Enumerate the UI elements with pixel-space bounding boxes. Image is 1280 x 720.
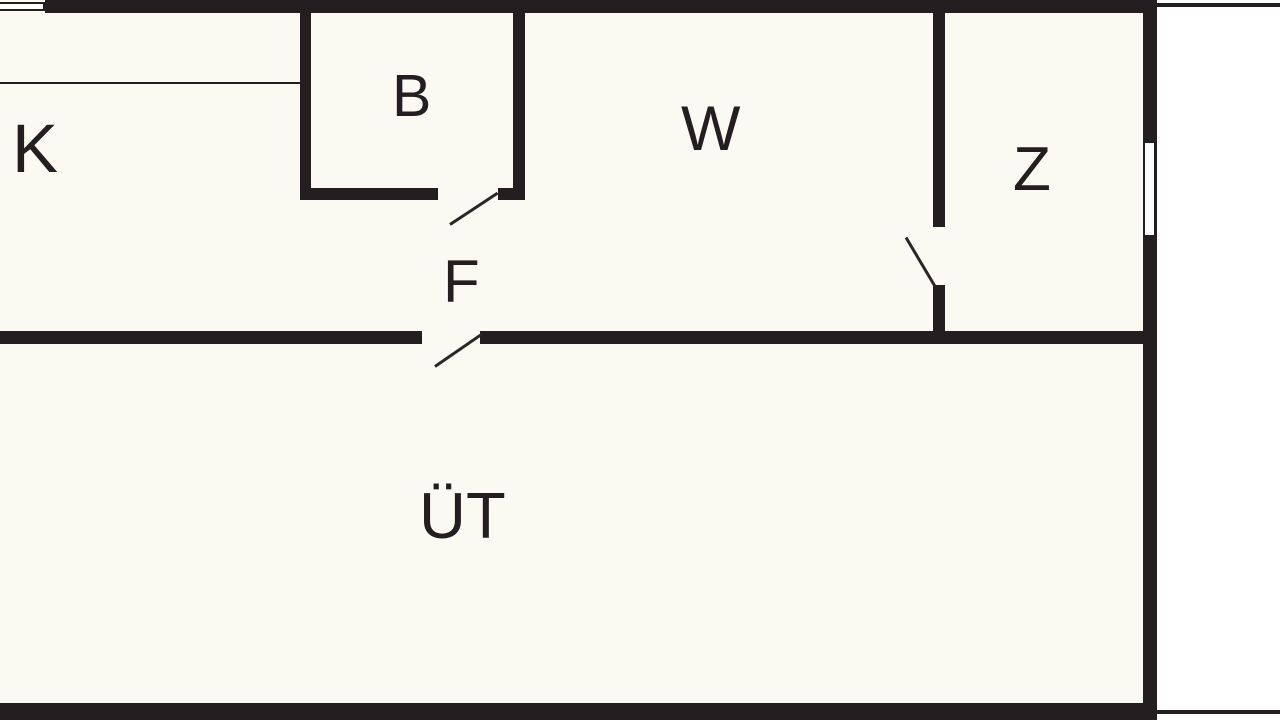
bath-wall-left — [300, 13, 311, 200]
room-label-b: B — [392, 63, 432, 129]
floor-area — [0, 0, 1157, 720]
wall-right-upper — [1143, 0, 1157, 143]
ext-line-bottom — [1157, 710, 1280, 714]
wall-mid-right — [480, 331, 1157, 344]
wall-top — [45, 0, 1157, 13]
wall-right-lower — [1143, 235, 1157, 720]
window-right — [1143, 143, 1157, 235]
room-label-ut: ÜT — [419, 479, 506, 552]
wall-bottom — [0, 703, 1157, 720]
room-label-k: K — [12, 110, 59, 187]
room-label-w: W — [681, 94, 741, 164]
wz-partition-wall — [933, 13, 945, 227]
wall-mid-left — [0, 331, 422, 344]
window-top-left — [0, 2, 45, 11]
bath-wall-right — [513, 13, 525, 200]
z-door-stub — [933, 285, 945, 331]
room-label-f: F — [443, 248, 480, 315]
room-label-z: Z — [1013, 135, 1051, 204]
bath-wall-bottom — [300, 188, 438, 200]
ext-line-top — [1157, 3, 1280, 7]
counter-line — [0, 82, 301, 84]
